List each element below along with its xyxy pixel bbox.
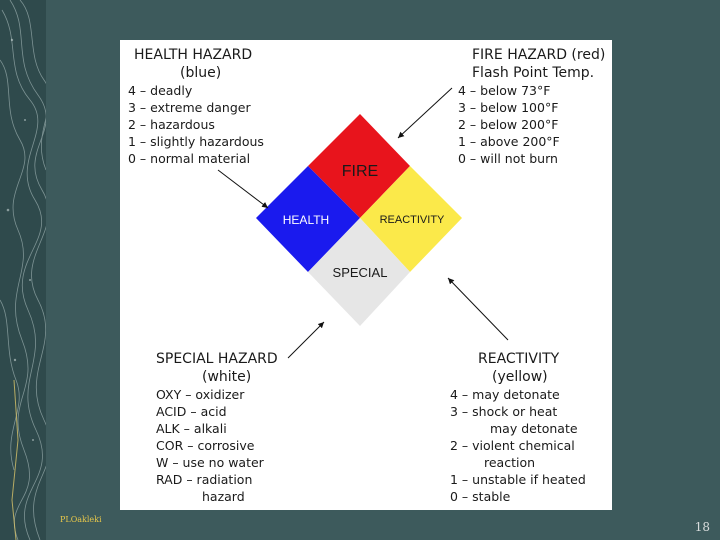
special-hazard-block: SPECIAL HAZARD (white) OXY – oxidizer AC… (156, 350, 278, 505)
reactivity-title: REACTIVITY (478, 351, 560, 367)
fire-hazard-block: FIRE HAZARD (red) Flash Point Temp. 4 – … (458, 46, 605, 167)
health-item: 0 – normal material (128, 151, 251, 166)
fire-item: 1 – above 200°F (458, 134, 560, 149)
health-arrow (217, 169, 269, 209)
special-hazard-color: (white) (202, 369, 252, 385)
reactivity-item: may detonate (490, 421, 578, 436)
special-quadrant (308, 218, 410, 326)
reactivity-quadrant (360, 166, 462, 272)
health-hazard-title: HEALTH HAZARD (134, 47, 253, 63)
special-item: ALK – alkali (156, 421, 227, 436)
reactivity-label: REACTIVITY (380, 214, 445, 226)
health-item: 2 – hazardous (128, 117, 215, 132)
health-item: 3 – extreme danger (128, 100, 251, 115)
special-item: OXY – oxidizer (156, 387, 245, 402)
special-item: ACID – acid (156, 404, 227, 419)
special-item: RAD – radiation (156, 472, 253, 487)
health-item: 4 – deadly (128, 83, 193, 98)
fire-hazard-title: FIRE HAZARD (red) (472, 47, 606, 63)
reactivity-item: reaction (484, 455, 536, 470)
reactivity-item: 1 – unstable if heated (450, 472, 586, 487)
health-label: HEALTH (283, 213, 329, 227)
health-hazard-color: (blue) (180, 65, 222, 81)
health-item: 1 – slightly hazardous (128, 134, 264, 149)
hazard-diamond-graphic: FIRE HEALTH REACTIVITY SPECIAL (217, 87, 509, 359)
fire-label: FIRE (342, 163, 378, 180)
footer-credit: PLOakleki (60, 515, 102, 524)
fire-item: 4 – below 73°F (458, 83, 551, 98)
reactivity-color: (yellow) (492, 369, 548, 385)
health-hazard-block: HEALTH HAZARD (blue) 4 – deadly 3 – extr… (128, 46, 264, 167)
special-arrow (287, 321, 325, 359)
reactivity-item: 2 – violent chemical (450, 438, 575, 453)
topographic-lines-graphic (0, 0, 46, 540)
special-item: COR – corrosive (156, 438, 255, 453)
page-number: 18 (694, 520, 710, 534)
special-label: SPECIAL (333, 265, 388, 280)
reactivity-item: 0 – stable (450, 489, 511, 504)
reactivity-item: 4 – may detonate (450, 387, 560, 402)
fire-quadrant (308, 114, 410, 218)
special-hazard-title: SPECIAL HAZARD (156, 351, 278, 367)
reactivity-item: 3 – shock or heat (450, 404, 558, 419)
reactivity-arrow (447, 277, 509, 341)
reactivity-block: REACTIVITY (yellow) 4 – may detonate 3 –… (450, 350, 586, 505)
fire-hazard-subtitle: Flash Point Temp. (472, 65, 595, 81)
fire-item: 3 – below 100°F (458, 100, 559, 115)
special-item: hazard (202, 489, 245, 504)
fire-arrow (397, 87, 453, 139)
fire-item: 2 – below 200°F (458, 117, 559, 132)
health-quadrant (256, 166, 360, 272)
decorative-map-strip (0, 0, 46, 540)
special-item: W – use no water (156, 455, 264, 470)
nfpa-diamond-panel: FIRE HEALTH REACTIVITY SPECIAL HEALTH HA… (120, 40, 612, 510)
fire-item: 0 – will not burn (458, 151, 558, 166)
